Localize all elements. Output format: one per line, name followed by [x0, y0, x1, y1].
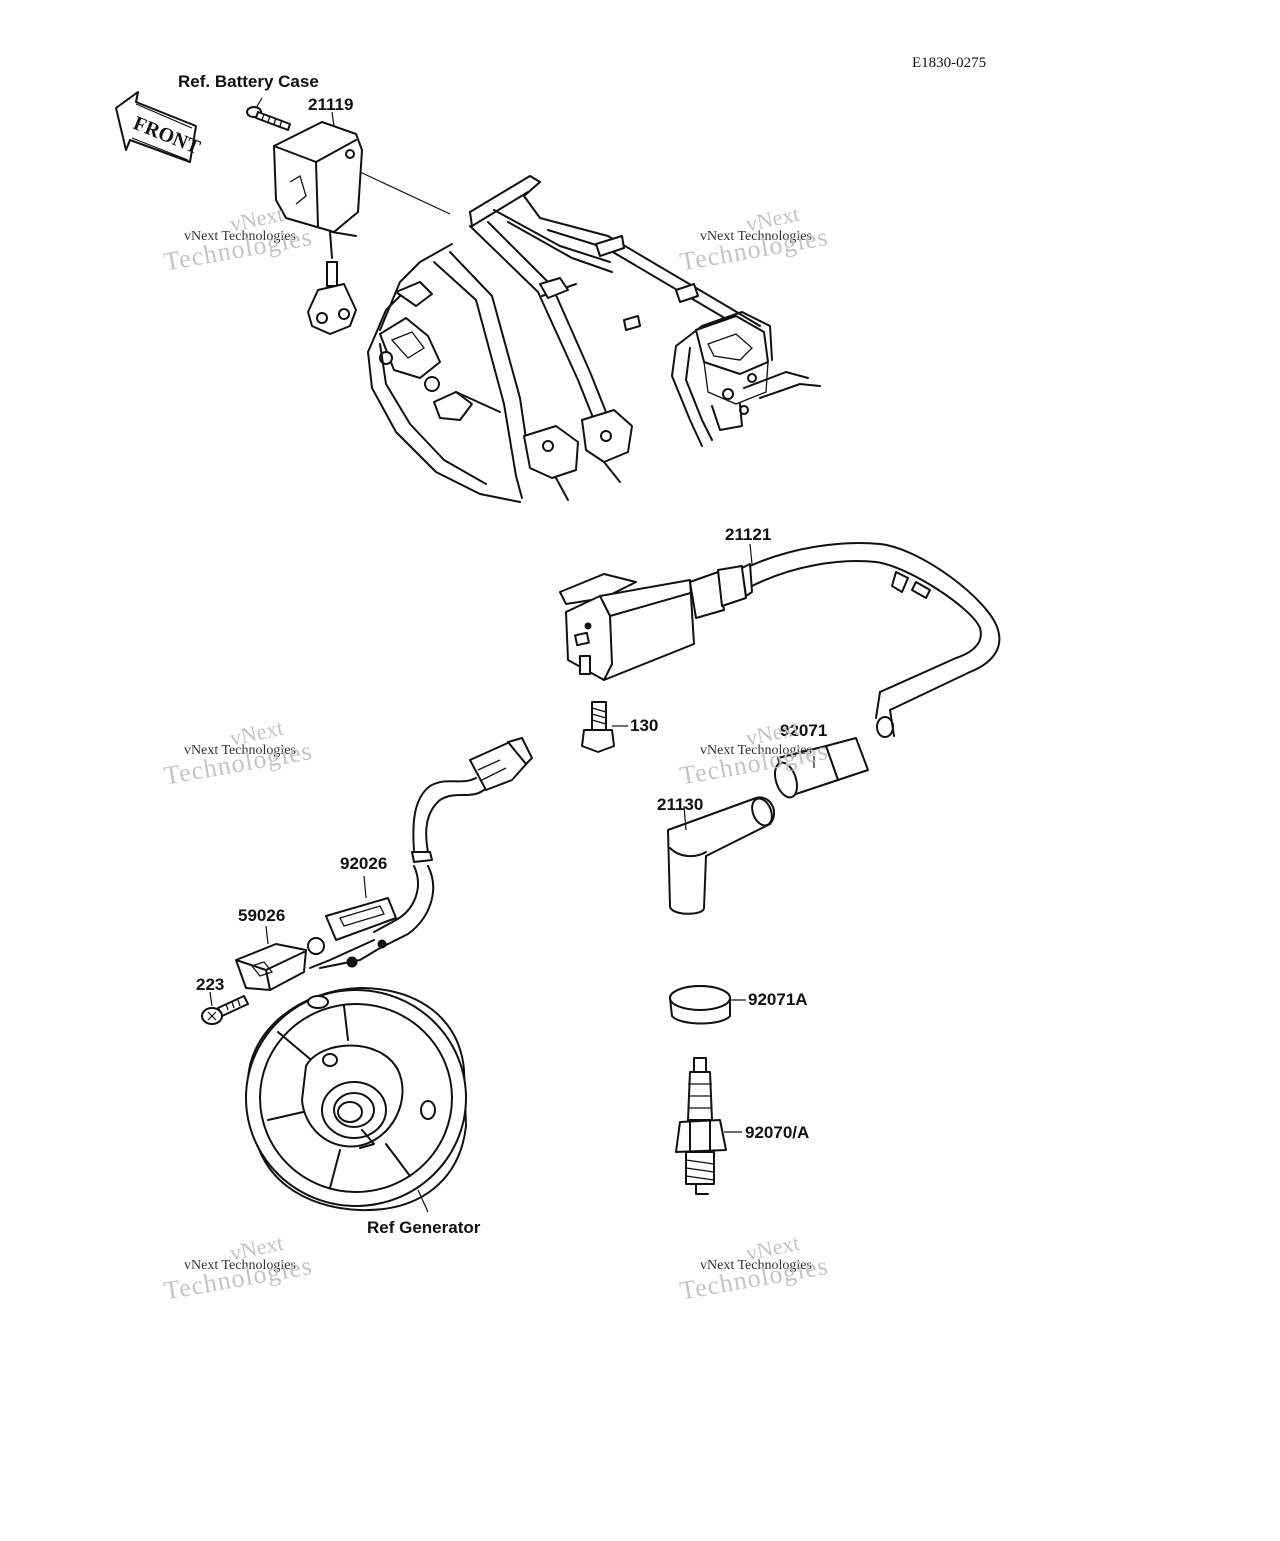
frame-illustration [367, 175, 821, 503]
ring-92071a [669, 985, 731, 1025]
label-21119: 21119 [308, 95, 354, 114]
bolt-battery-case [246, 106, 291, 131]
label-59026: 59026 [238, 906, 286, 925]
spark-plug-92070a [675, 1057, 727, 1195]
front-arrow-icon: FRONT [115, 91, 204, 163]
plug-cap-21130 [667, 796, 775, 915]
bolt-130 [581, 701, 615, 753]
harness-wiring [309, 737, 533, 969]
drawing-code: E1830-0275 [912, 55, 987, 71]
pickup-coil-59026 [235, 925, 307, 991]
label-92070a: 92070/A [745, 1123, 810, 1142]
label-21121: 21121 [725, 525, 772, 544]
label-21130: 21130 [657, 795, 704, 814]
label-ref-generator: Ref Generator [367, 1218, 481, 1237]
label-92071a: 92071A [748, 990, 808, 1009]
cap-92071 [773, 737, 869, 799]
label-92071: 92071 [780, 721, 828, 740]
flywheel-generator [245, 987, 467, 1212]
label-ref-battery-case: Ref. Battery Case [178, 72, 319, 91]
label-130: 130 [630, 716, 659, 735]
cdi-unit-21119 [273, 121, 363, 335]
clamp-92026 [307, 897, 397, 955]
label-223: 223 [196, 975, 225, 994]
screw-223 [201, 995, 249, 1025]
label-92026: 92026 [340, 854, 388, 873]
ignition-coil-21121 [559, 541, 1001, 738]
